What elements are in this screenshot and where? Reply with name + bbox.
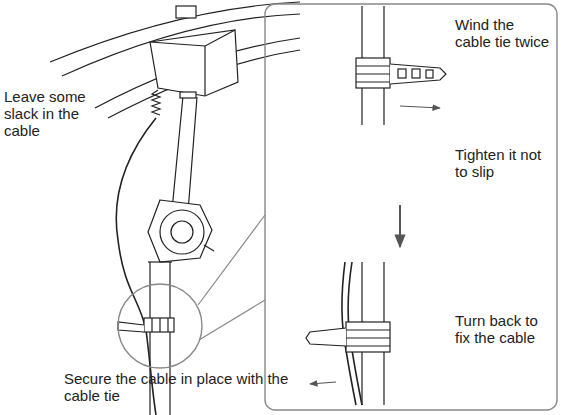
instruction-note: Secure the cable in place with the cable… — [64, 370, 304, 404]
instruction-note: Turn back to fix the cable — [455, 312, 547, 346]
instruction-note: Tighten it not to slip — [455, 146, 550, 180]
instruction-note: Wind the cable tie twice — [455, 16, 553, 50]
instruction-note: Leave some slack in the cable — [4, 88, 104, 139]
